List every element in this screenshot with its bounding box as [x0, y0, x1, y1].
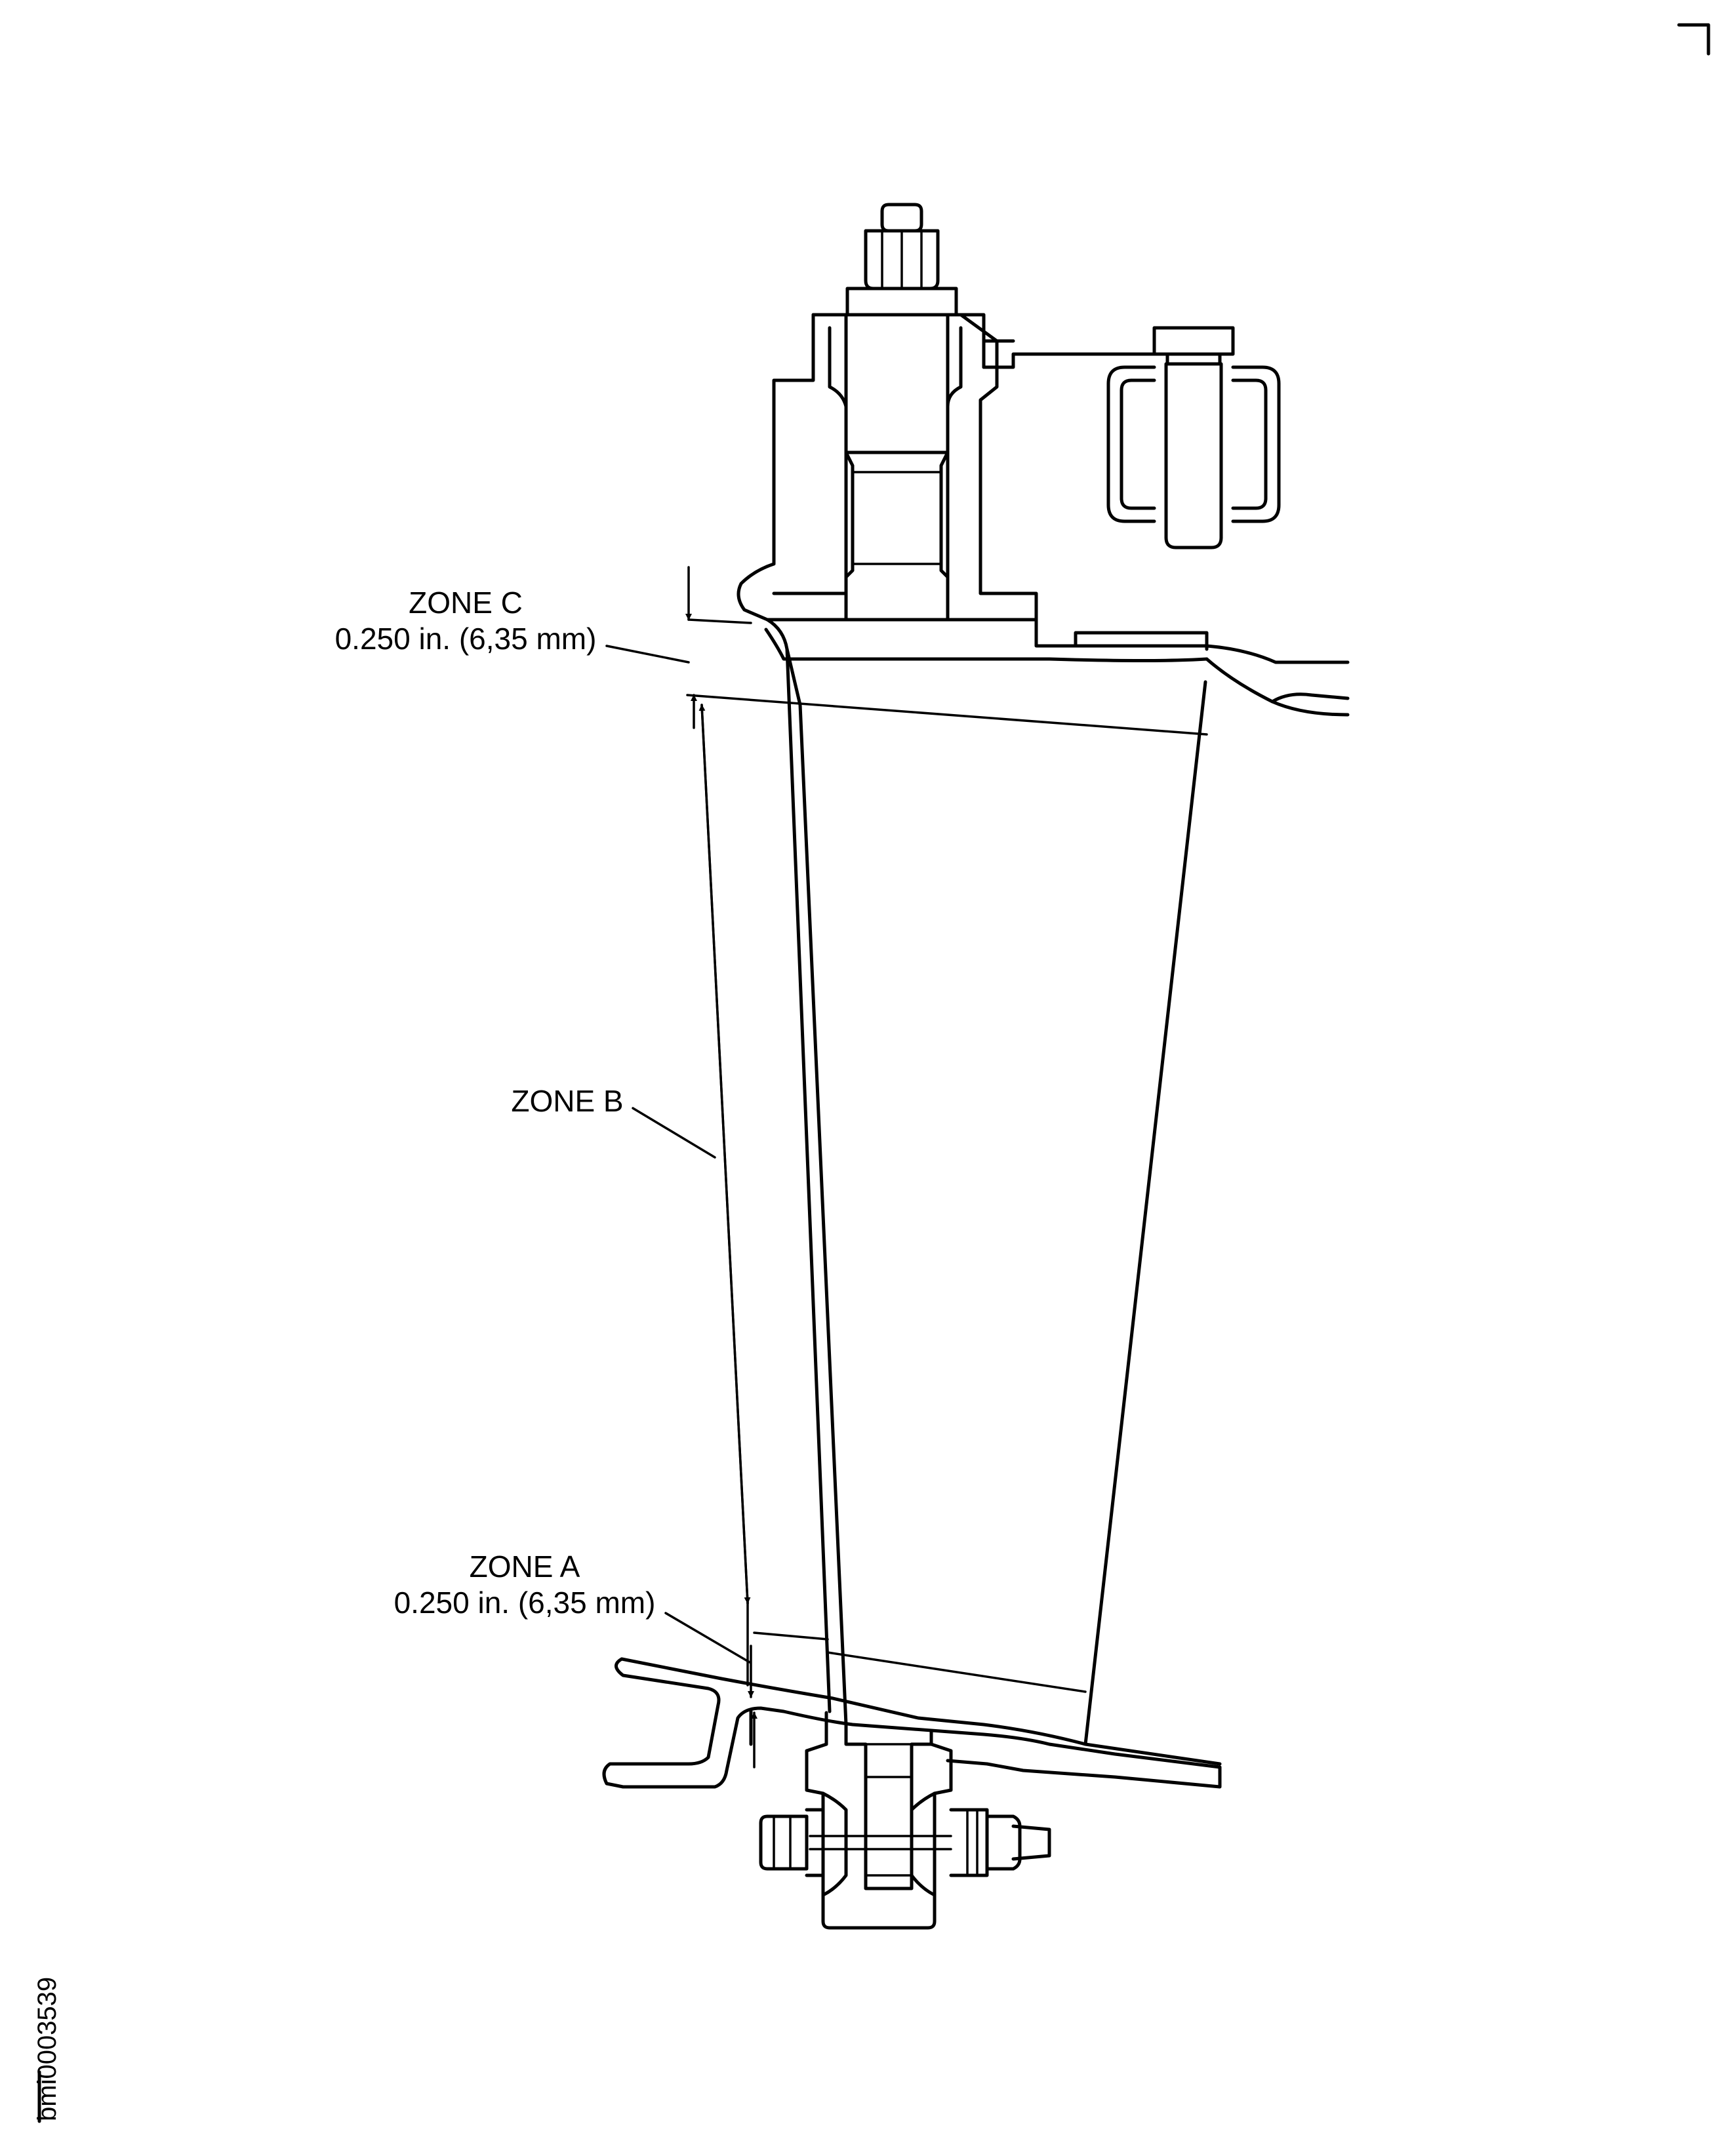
zone-a-dimension-label: 0.250 in. (6,35 mm) — [394, 1586, 656, 1620]
zone-a-dimension — [746, 1599, 757, 1768]
top-bolt — [845, 203, 958, 317]
zone-b-label: ZONE B — [511, 1084, 623, 1118]
vane-airfoil — [686, 618, 1208, 1746]
zone-c-label: ZONE C — [409, 586, 523, 620]
zone-a-leader — [664, 1612, 751, 1664]
clip-fitting — [1106, 326, 1281, 549]
inner-bolt — [759, 1711, 1051, 1930]
outer-platform — [764, 618, 1350, 717]
outer-case — [737, 313, 1169, 622]
zone-a-label: ZONE A — [470, 1549, 580, 1584]
zone-c-leader — [605, 645, 690, 664]
corner-mark — [1677, 23, 1710, 56]
zone-b-dimension — [698, 704, 751, 1605]
zone-c-dimension-label: 0.250 in. (6,35 mm) — [335, 622, 597, 656]
figure-id: bmi0003539 — [33, 1977, 62, 2121]
zone-c-dimension — [685, 566, 752, 729]
zone-b-leader — [632, 1107, 716, 1159]
